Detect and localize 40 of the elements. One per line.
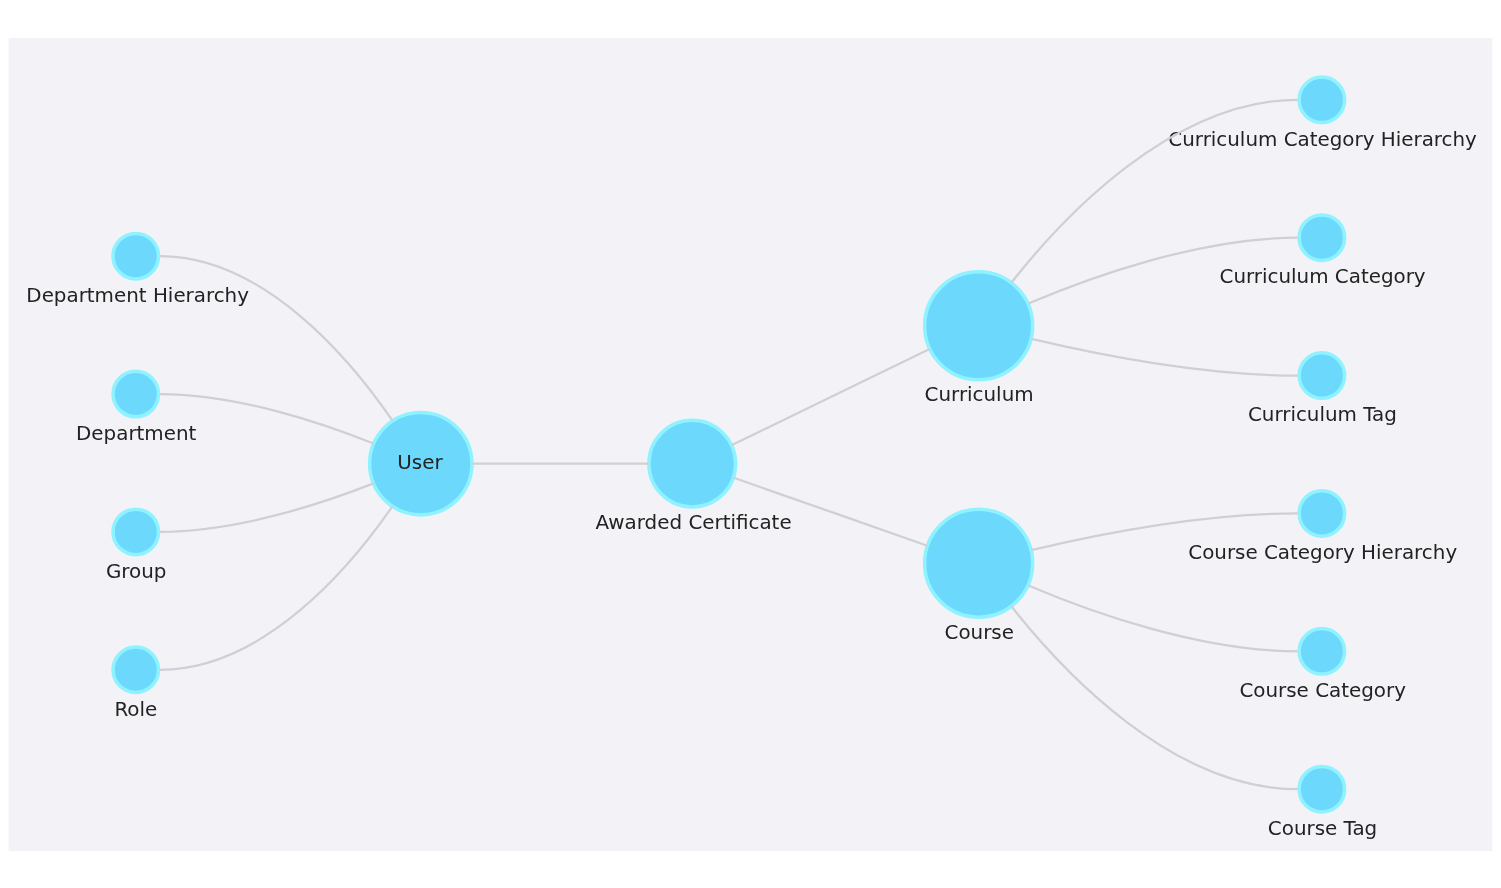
- node-circle: [1297, 350, 1347, 400]
- node-circle: [1297, 764, 1347, 814]
- node-circle: [1297, 488, 1347, 538]
- node-label: Course Category: [1239, 678, 1406, 702]
- node-circle: [922, 269, 1035, 382]
- connector: [159, 481, 374, 533]
- connector: [731, 347, 931, 446]
- node-circle: [111, 369, 161, 419]
- node-label: Course Category Hierarchy: [1188, 540, 1458, 564]
- node-label: Curriculum: [924, 382, 1034, 406]
- node-label: Curriculum Category Hierarchy: [1168, 127, 1477, 151]
- connector: [159, 254, 394, 421]
- connector: [1010, 605, 1298, 790]
- node-label: Course Tag: [1267, 816, 1378, 840]
- node-circle: User: [367, 410, 474, 517]
- connector: [1010, 98, 1298, 283]
- node-circle: [111, 231, 161, 281]
- node-label: Curriculum Category: [1219, 264, 1426, 288]
- connector: [159, 505, 394, 671]
- node-circle: [1297, 626, 1347, 676]
- connector: [733, 476, 928, 547]
- node-circle: [111, 644, 161, 694]
- connector: [1031, 511, 1298, 551]
- connector: [1027, 583, 1298, 652]
- node-label: Department: [76, 421, 197, 445]
- connector: [472, 462, 649, 465]
- connector: [159, 392, 374, 445]
- node-circle: [922, 506, 1035, 619]
- connector: [1027, 236, 1298, 305]
- node-label: Curriculum Tag: [1247, 402, 1397, 426]
- node-circle: [1297, 74, 1347, 124]
- node-label: Group: [105, 559, 167, 583]
- node-label: Role: [114, 697, 158, 721]
- node-circle: [647, 418, 738, 509]
- node-label: Course: [944, 620, 1014, 644]
- node-circle: [1297, 212, 1347, 262]
- connector: [1031, 337, 1298, 377]
- node-circle: [111, 506, 161, 556]
- node-label: Awarded Certificate: [595, 510, 792, 534]
- node-label: Department Hierarchy: [26, 283, 249, 307]
